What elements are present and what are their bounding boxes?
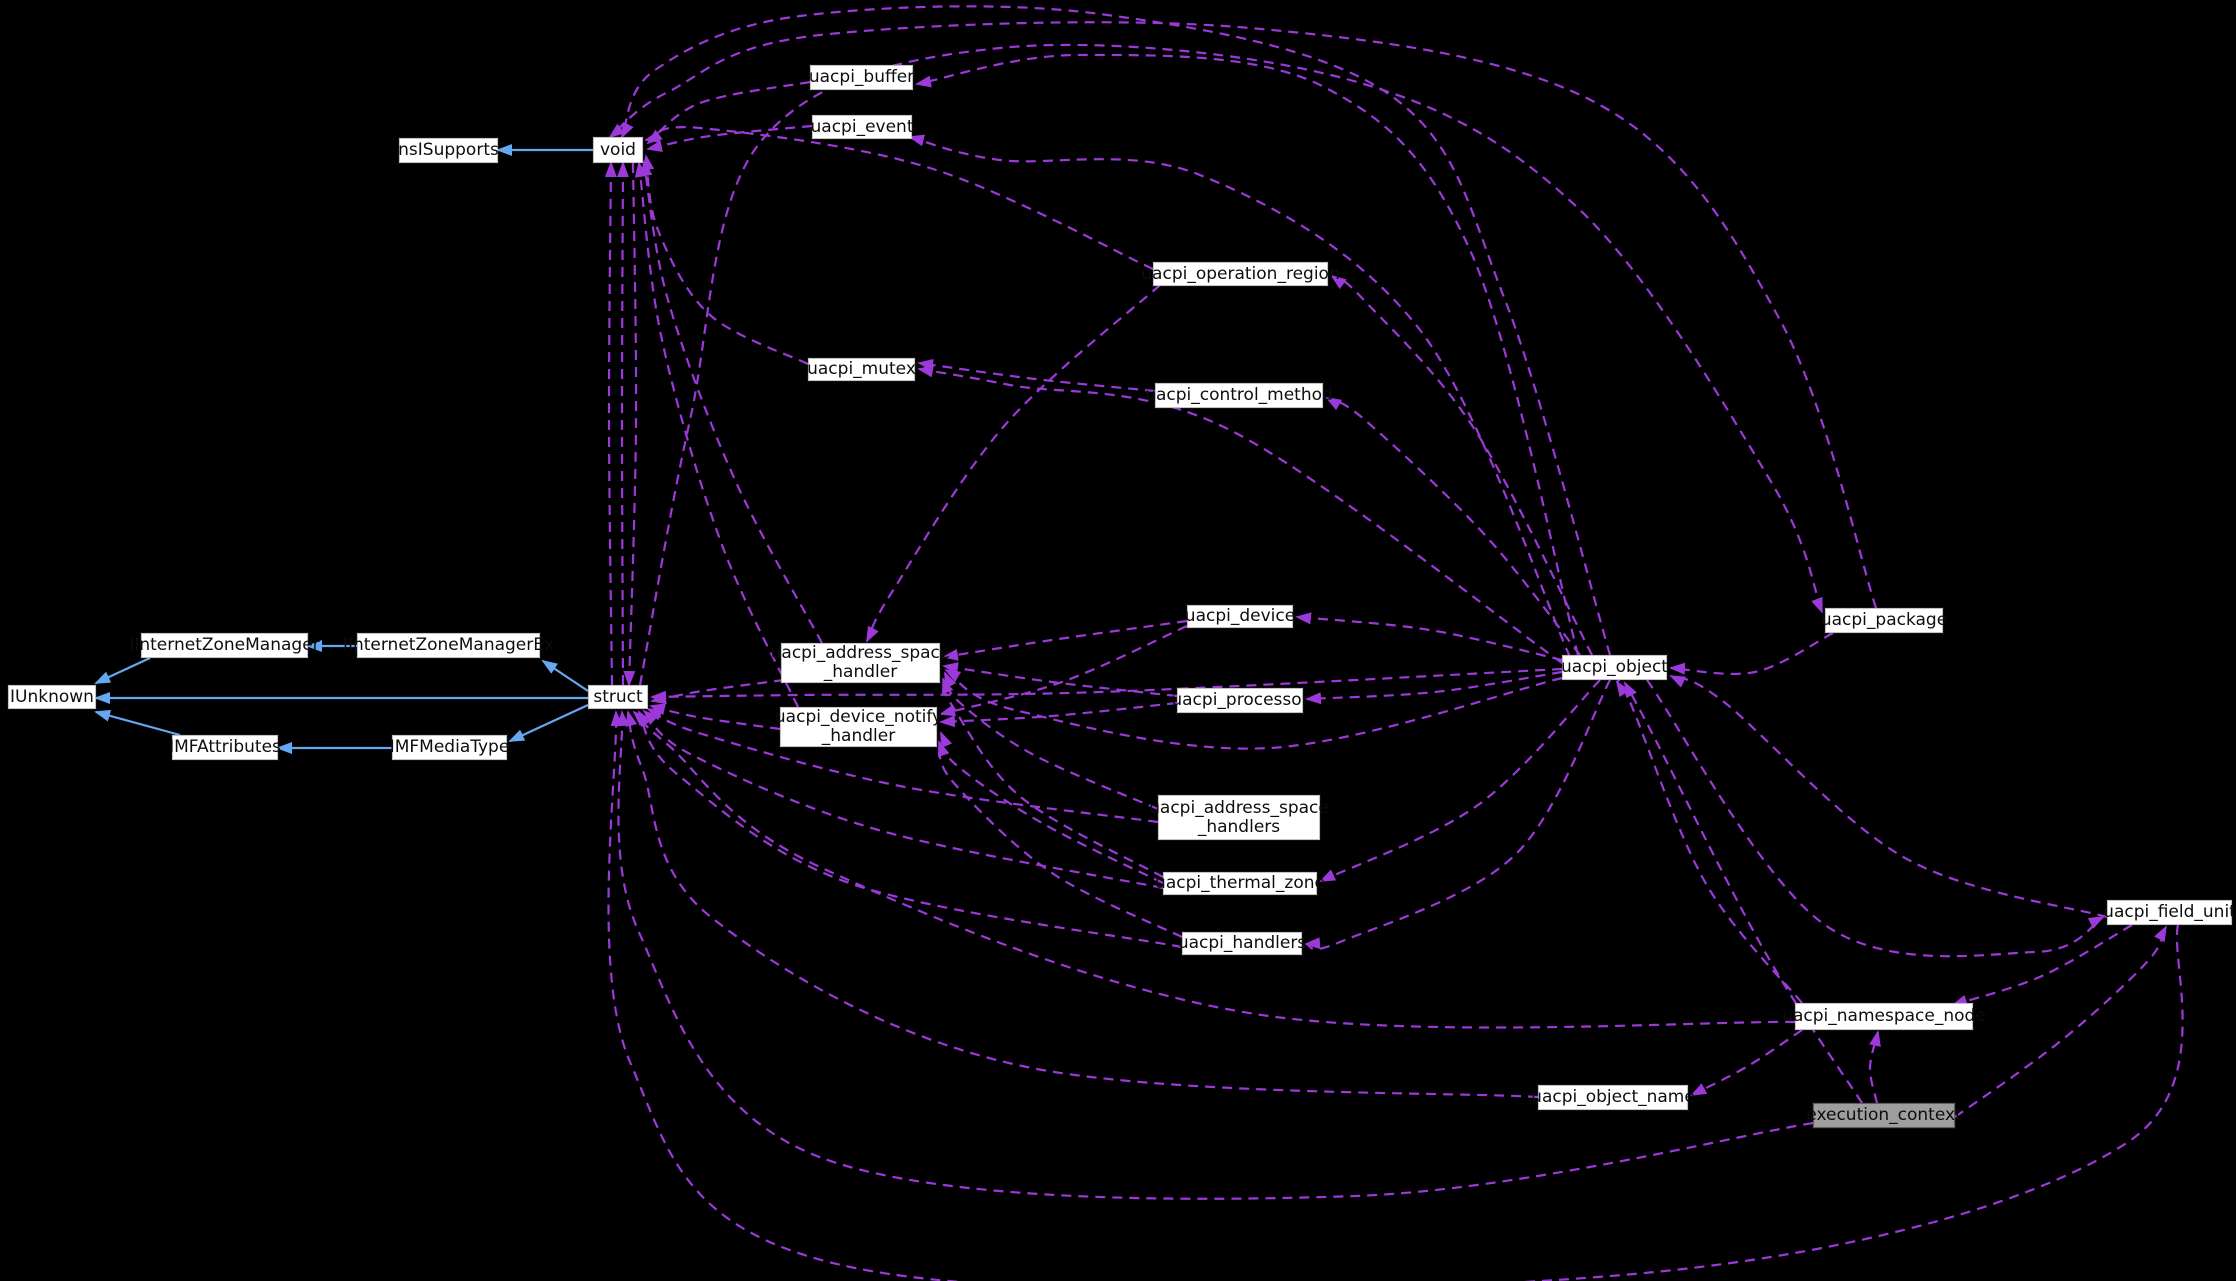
- edge-uacpi-handlers-to-uacpi-device-notify-handler: [937, 740, 1183, 938]
- node-uacpi-field-unit[interactable]: uacpi_field_unit: [2103, 900, 2236, 925]
- edge-struct-to-imfmediatype: [508, 704, 589, 742]
- edge-execution-context-to-uacpi-field-unit: [1954, 925, 2168, 1118]
- node-void[interactable]: void: [593, 137, 643, 163]
- node-iinternetzonemanager[interactable]: IInternetZoneManager: [129, 633, 320, 658]
- edge-uacpi-handlers-to-struct: [637, 710, 1183, 949]
- node-execution-context[interactable]: execution_context: [1806, 1103, 1962, 1128]
- edge-uacpi-object-to-uacpi-field-unit: [1646, 679, 2105, 958]
- edge-uacpi-operation-region-to-uacpi-address-space-handler: [866, 284, 1161, 643]
- node-uacpi-operation-region[interactable]: uacpi_operation_region: [1141, 262, 1340, 286]
- edge-uacpi-thermal-zone-to-uacpi-address-space-handler: [941, 677, 1164, 878]
- node-uacpi-package[interactable]: uacpi_package: [1821, 608, 1947, 633]
- edge-uacpi-object-to-uacpi-control-method: [1325, 396, 1581, 656]
- edge-iinternetzonemanager-to-iunknown: [94, 657, 151, 684]
- node-uacpi-address-space-handler[interactable]: uacpi_address_space _handler: [770, 643, 951, 683]
- node-uacpi-object[interactable]: uacpi_object: [1561, 655, 1668, 680]
- edge-uacpi-address-space-handlers-to-uacpi-address-space-handler: [943, 671, 1159, 811]
- edge-uacpi-address-space-handler-to-void: [640, 160, 823, 644]
- node-uacpi-buffer[interactable]: uacpi_buffer: [809, 65, 914, 90]
- edge-uacpi-object-to-uacpi-handlers: [1304, 679, 1611, 951]
- node-uacpi-handlers[interactable]: uacpi_handlers: [1177, 932, 1307, 955]
- edge-uacpi-operation-region-to-void: [644, 126, 1154, 271]
- edge-imfattributes-to-iunknown: [94, 709, 181, 737]
- edge-void-to-struct: [623, 162, 638, 687]
- edge-uacpi-field-unit-to-uacpi-namespace-node: [1951, 924, 2133, 1007]
- edge-uacpi-address-space-handlers-to-struct: [646, 708, 1159, 824]
- node-iinternetzonemanagerex[interactable]: IInternetZoneManagerEx: [343, 633, 554, 658]
- node-uacpi-address-space-handlers[interactable]: uacpi_address_space _handlers: [1149, 795, 1329, 840]
- edge-struct-to-iinternetzonemanagerex: [541, 659, 589, 692]
- node-uacpi-event[interactable]: uacpi_event: [811, 115, 914, 139]
- edge-uacpi-namespace-node-to-uacpi-object-name: [1690, 1029, 1803, 1096]
- node-uacpi-control-method[interactable]: uacpi_control_method: [1145, 383, 1333, 408]
- edge-uacpi-device-to-uacpi-address-space-handler: [942, 619, 1188, 661]
- edge-uacpi-address-space-handler-to-struct: [650, 678, 785, 705]
- edge-uacpi-device-notify-handler-to-struct: [649, 703, 781, 731]
- edge-uacpi-object-to-uacpi-processor: [1305, 670, 1563, 705]
- edge-struct-to-void: [604, 161, 617, 686]
- edge-uacpi-object-to-uacpi-event: [908, 134, 1571, 658]
- node-struct[interactable]: struct: [588, 685, 648, 709]
- edge-uacpi-object-to-uacpi-mutex: [917, 365, 1563, 664]
- node-uacpi-device-notify-handler[interactable]: uacpi_device_notify _handler: [774, 707, 943, 747]
- edge-uacpi-object-to-void: [620, 5, 1612, 656]
- edge-uacpi-object-to-struct: [650, 667, 1563, 703]
- edge-uacpi-namespace-node-to-struct: [632, 710, 1796, 1029]
- edge-uacpi-event-to-void: [646, 124, 813, 152]
- node-uacpi-device[interactable]: uacpi_device: [1184, 605, 1296, 628]
- edge-uacpi-control-method-to-uacpi-mutex: [917, 358, 1156, 393]
- edge-uacpi-field-unit-to-uacpi-object: [1669, 674, 2108, 919]
- node-nsisupports[interactable]: nsISupports: [398, 138, 499, 163]
- node-imfmediatype[interactable]: IMFMediaType: [390, 735, 509, 760]
- edge-uacpi-processor-to-uacpi-address-space-handler: [942, 662, 1178, 698]
- edge-uacpi-buffer-to-void: [646, 80, 811, 145]
- edge-uacpi-thermal-zone-to-struct: [642, 709, 1164, 890]
- edge-uacpi-object-to-uacpi-operation-region: [1330, 274, 1593, 656]
- edge-uacpi-field-unit-to-struct: [607, 710, 2184, 1281]
- node-uacpi-namespace-node[interactable]: uacpi_namespace_node: [1782, 1003, 1986, 1030]
- node-uacpi-processor[interactable]: uacpi_processor: [1171, 688, 1309, 713]
- node-imfattributes[interactable]: IMFAttributes: [169, 735, 281, 760]
- edge-struct-to-void: [616, 161, 629, 686]
- edge-uacpi-package-to-void: [608, 21, 1878, 609]
- edge-uacpi-package-to-uacpi-object: [1669, 632, 1834, 675]
- edge-execution-context-to-uacpi-object: [1624, 681, 1863, 1104]
- node-iunknown[interactable]: IUnknown: [8, 685, 96, 709]
- edge-uacpi-object-name-to-struct: [625, 710, 1539, 1099]
- node-uacpi-mutex[interactable]: uacpi_mutex: [807, 358, 916, 381]
- edge-uacpi-object-to-uacpi-address-space-handler: [944, 668, 1563, 750]
- edge-uacpi-object-to-uacpi-thermal-zone: [1319, 679, 1601, 882]
- edge-uacpi-processor-to-uacpi-device-notify-handler: [939, 701, 1178, 728]
- node-uacpi-object-name[interactable]: uacpi_object_name: [1531, 1085, 1695, 1110]
- edge-uacpi-object-to-uacpi-buffer: [915, 53, 1580, 656]
- edge-uacpi-device-to-uacpi-device-notify-handler: [939, 624, 1188, 717]
- edge-execution-context-to-struct: [617, 710, 1814, 1200]
- edge-uacpi-object-to-uacpi-device: [1295, 612, 1563, 662]
- edge-uacpi-namespace-node-to-uacpi-object: [1615, 679, 1803, 1004]
- node-uacpi-thermal-zone[interactable]: uacpi_thermal_zone: [1155, 872, 1325, 895]
- edge-struct-to-uacpi-package: [638, 43, 1824, 686]
- edge-execution-context-to-uacpi-namespace-node: [1868, 1030, 1881, 1104]
- edge-uacpi-mutex-to-void: [642, 154, 809, 365]
